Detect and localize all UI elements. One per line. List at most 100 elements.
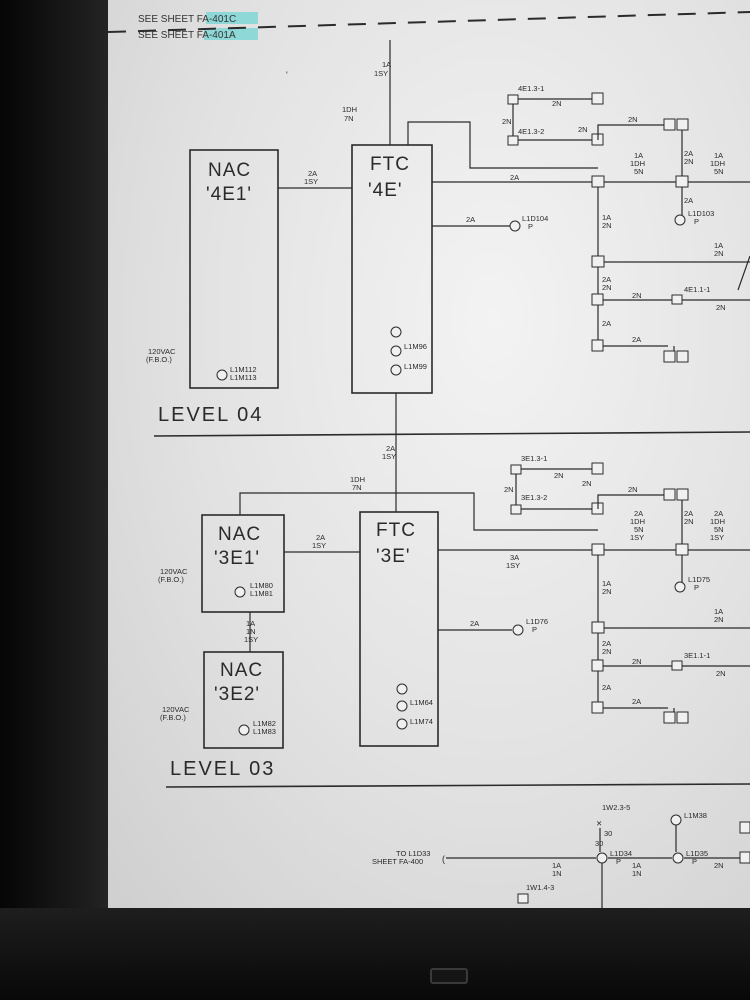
svg-text:2N: 2N <box>632 291 642 300</box>
ftc-4e-id: '4E' <box>368 180 403 201</box>
svg-text:2N: 2N <box>554 471 564 480</box>
module-icon <box>238 724 250 736</box>
ftc-4e-dev1: L1M96 <box>404 342 427 351</box>
svg-text:2N: 2N <box>628 485 638 494</box>
svg-text:3E1.3-1: 3E1.3-1 <box>521 454 547 463</box>
svg-text:2N: 2N <box>716 669 726 678</box>
ftc-3e-panel[interactable]: FTC '3E' L1M64 L1M74 <box>359 511 439 747</box>
match-line <box>108 11 750 33</box>
svg-text:2N: 2N <box>578 125 588 134</box>
svg-text:2N: 2N <box>628 115 638 124</box>
svg-text:4E1.3-1: 4E1.3-1 <box>518 84 544 93</box>
nac-3e1-power: 120VAC(F.B.O.) <box>158 567 188 584</box>
svg-text:2N: 2N <box>504 485 514 494</box>
svg-text:2A: 2A <box>602 683 611 692</box>
nac-4e1-name: NAC <box>208 160 251 181</box>
nac-3e2-name: NAC <box>220 660 263 681</box>
svg-text:✕: ✕ <box>596 819 602 828</box>
module-icon <box>234 586 246 598</box>
module-icon <box>390 364 402 376</box>
sheet-ref-top[interactable]: FA-401C <box>197 14 236 25</box>
home-button[interactable] <box>430 968 468 984</box>
nac-4e1-power: 120VAC(F.B.O.) <box>146 347 176 364</box>
ftc-4e-dev2: L1M99 <box>404 362 427 371</box>
module-icon <box>390 326 402 338</box>
drawing-screen[interactable]: SEE SHEET FA-401C SEE SHEET FA-401A ' 1A… <box>108 0 750 908</box>
riser-diagram: SEE SHEET FA-401C SEE SHEET FA-401A ' 1A… <box>108 11 750 908</box>
module-icon <box>396 718 408 730</box>
svg-text:2N: 2N <box>632 657 642 666</box>
svg-text:2N: 2N <box>502 117 512 126</box>
svg-text:2N: 2N <box>552 99 562 108</box>
level-03-label: LEVEL 03 <box>170 758 275 780</box>
svg-text:(: ( <box>442 854 445 864</box>
svg-text:2N: 2N <box>714 861 724 870</box>
module-icon <box>216 369 228 381</box>
level-04-divider <box>153 431 750 437</box>
svg-text:2A: 2A <box>632 335 641 344</box>
svg-text:3E1.3-2: 3E1.3-2 <box>521 493 547 502</box>
module-icon <box>396 683 408 695</box>
sheet-ref-bottom[interactable]: FA-401A <box>197 30 236 41</box>
module-icon <box>390 345 402 357</box>
ftc-4e-name: FTC <box>370 154 410 175</box>
module-icon <box>396 700 408 712</box>
svg-text:2N: 2N <box>716 303 726 312</box>
tablet-bezel-left <box>0 0 108 1000</box>
ftc-3e-id: '3E' <box>376 546 411 567</box>
wire-det-3: 2A <box>470 619 479 628</box>
nac-3e2-power: 120VAC(F.B.O.) <box>160 705 190 722</box>
nac-3e1-name: NAC <box>218 524 261 545</box>
svg-text:1W1.4-3: 1W1.4-3 <box>526 883 554 892</box>
smoke-detector-icon <box>512 624 524 636</box>
tablet-bezel-bottom <box>0 908 750 1000</box>
smoke-detector-icon <box>509 220 521 232</box>
wire-det-4: 2A <box>466 215 475 224</box>
nac-4e1-id: '4E1' <box>206 184 252 205</box>
svg-text:2A: 2A <box>602 319 611 328</box>
svg-text:4E1.3-2: 4E1.3-2 <box>518 127 544 136</box>
level-03-divider <box>165 783 750 788</box>
tick-mark: ' <box>286 70 288 80</box>
sheet-ref-highlight-bottom <box>204 28 258 40</box>
ftc-4e-panel[interactable]: FTC '4E' L1M96 L1M99 <box>351 144 433 394</box>
ftc-3e-name: FTC <box>376 520 416 541</box>
svg-text:30: 30 <box>595 839 603 848</box>
see-sheet-bottom: SEE SHEET FA-401A <box>138 30 236 41</box>
see-sheet-top: SEE SHEET FA-401C <box>138 14 236 25</box>
dh-line-3 <box>239 492 598 531</box>
nac-3e1-id: '3E1' <box>214 548 260 569</box>
svg-text:30: 30 <box>604 829 612 838</box>
